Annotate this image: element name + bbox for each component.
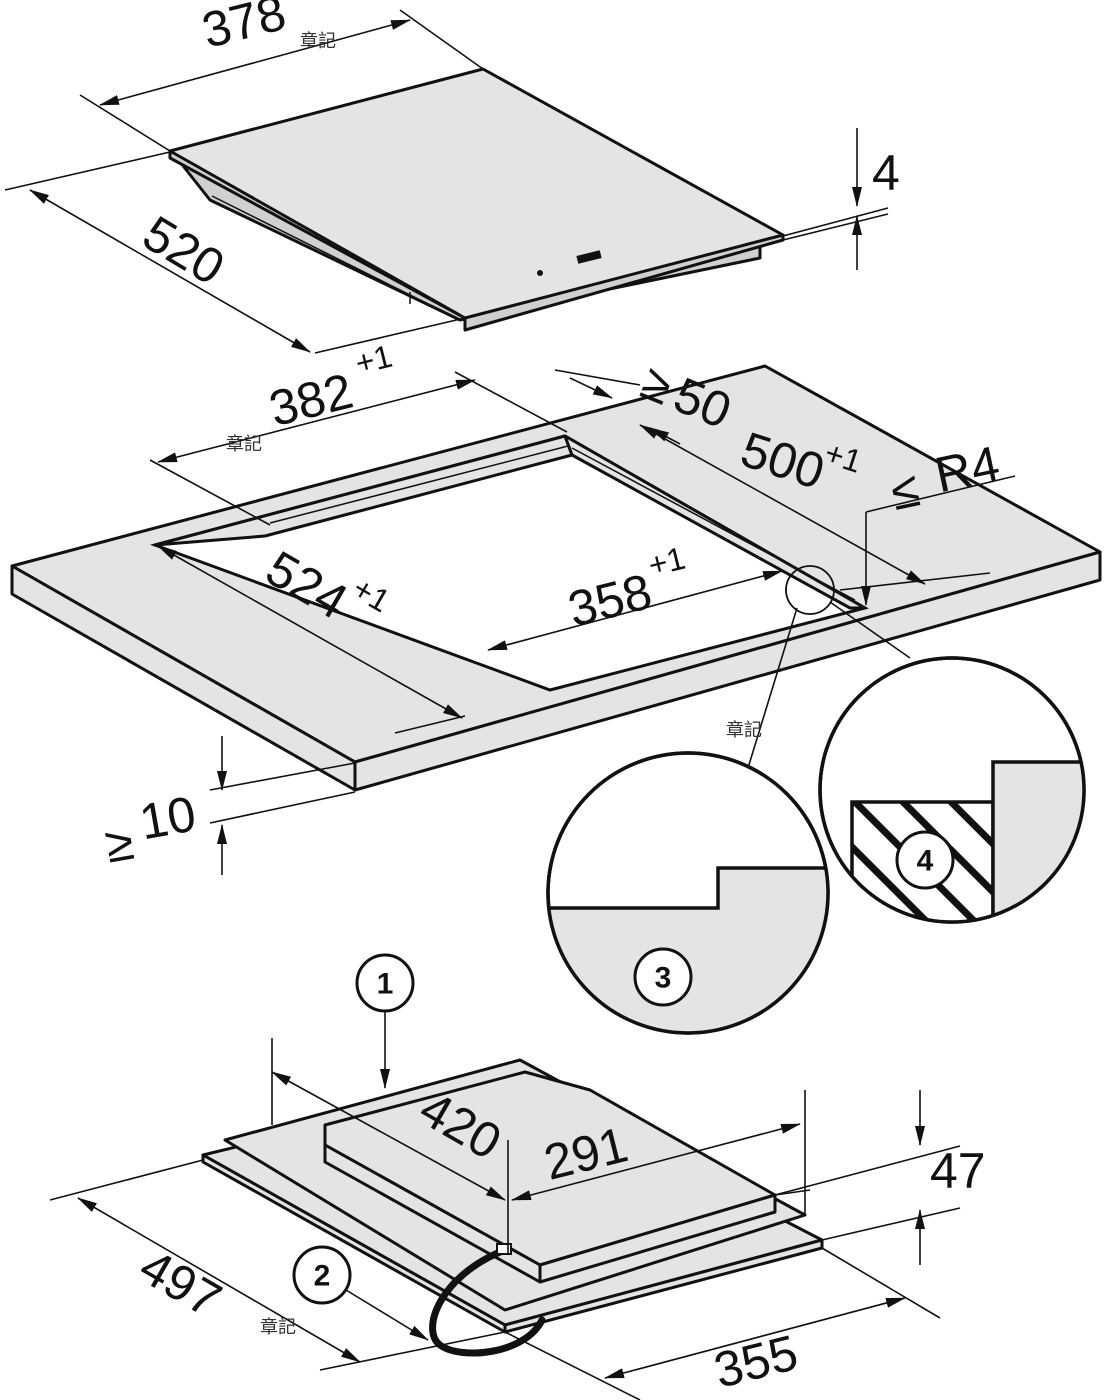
dim-382-arrow — [157, 379, 476, 463]
dim-10-sign: ≥ — [101, 814, 138, 874]
watermark-3: 章記 — [726, 720, 762, 741]
dim-382-label-group: 382 +1 — [264, 338, 396, 438]
watermarks: 章記 章記 章記 章記 — [226, 31, 762, 1338]
worktop-right-edge — [353, 550, 1102, 792]
dim-500-arrow — [639, 424, 926, 585]
underside-module-right — [538, 1193, 777, 1284]
dim-358-tolerance: +1 — [645, 540, 689, 584]
detail-leader-4 — [829, 601, 911, 659]
callout-2-label: 2 — [314, 1260, 331, 1293]
dim-497-arrow — [77, 1197, 361, 1363]
worktop-drawing: 382 +1 ≥ 50 500 +1 ≤ R4 524 +1 — [10, 338, 1102, 875]
dim-358-arrow — [487, 570, 783, 651]
dim-382-tolerance: +1 — [352, 338, 396, 382]
detail-leader-3 — [747, 607, 798, 769]
dim-382-label: 382 — [264, 363, 359, 438]
dim-r4-label: R4 — [930, 435, 1004, 503]
dim-355-label: 355 — [709, 1324, 804, 1399]
cooktop-glass-top — [168, 67, 785, 320]
underside-drawing: 1 2 420 291 47 497 355 — [49, 953, 986, 1400]
dim-47-label: 47 — [930, 1143, 986, 1199]
dim-4-label: 4 — [872, 145, 900, 201]
watermark-4: 章記 — [260, 1317, 296, 1338]
detail-view-3: 3 — [546, 751, 830, 1035]
dim-520-arrow — [29, 189, 311, 353]
dim-355-arrow — [604, 1297, 906, 1379]
dim-50-arrow-left — [569, 377, 613, 399]
callout-4 — [895, 830, 955, 890]
brand-logo — [576, 250, 602, 264]
watermark-2: 章記 — [226, 434, 262, 455]
dim-10-label-group: ≥ 10 — [101, 785, 200, 874]
watermark-1: 章記 — [300, 31, 336, 52]
callout-2-leader — [345, 1289, 429, 1341]
callout-3-label: 3 — [655, 962, 672, 995]
dim-378-arrow — [99, 19, 411, 106]
cable-connector — [496, 1243, 512, 1255]
dim-378-label: 378 — [197, 0, 292, 59]
callout-3 — [633, 947, 693, 1007]
dim-524-arrow — [157, 545, 463, 719]
dim-497-label: 497 — [130, 1238, 230, 1328]
dim-10-label: 10 — [135, 785, 200, 850]
dim-291-arrow — [511, 1123, 801, 1201]
callout-1-label: 1 — [377, 968, 394, 1001]
callout-1 — [355, 953, 415, 1013]
dim-520-label: 520 — [134, 205, 234, 296]
detail-view-4: 4 — [818, 656, 1086, 924]
cooktop-drawing: 378 520 4 — [4, 0, 900, 354]
dim-420-arrow — [271, 1071, 506, 1201]
control-dot — [537, 270, 543, 276]
callout-4-label: 4 — [917, 845, 934, 878]
